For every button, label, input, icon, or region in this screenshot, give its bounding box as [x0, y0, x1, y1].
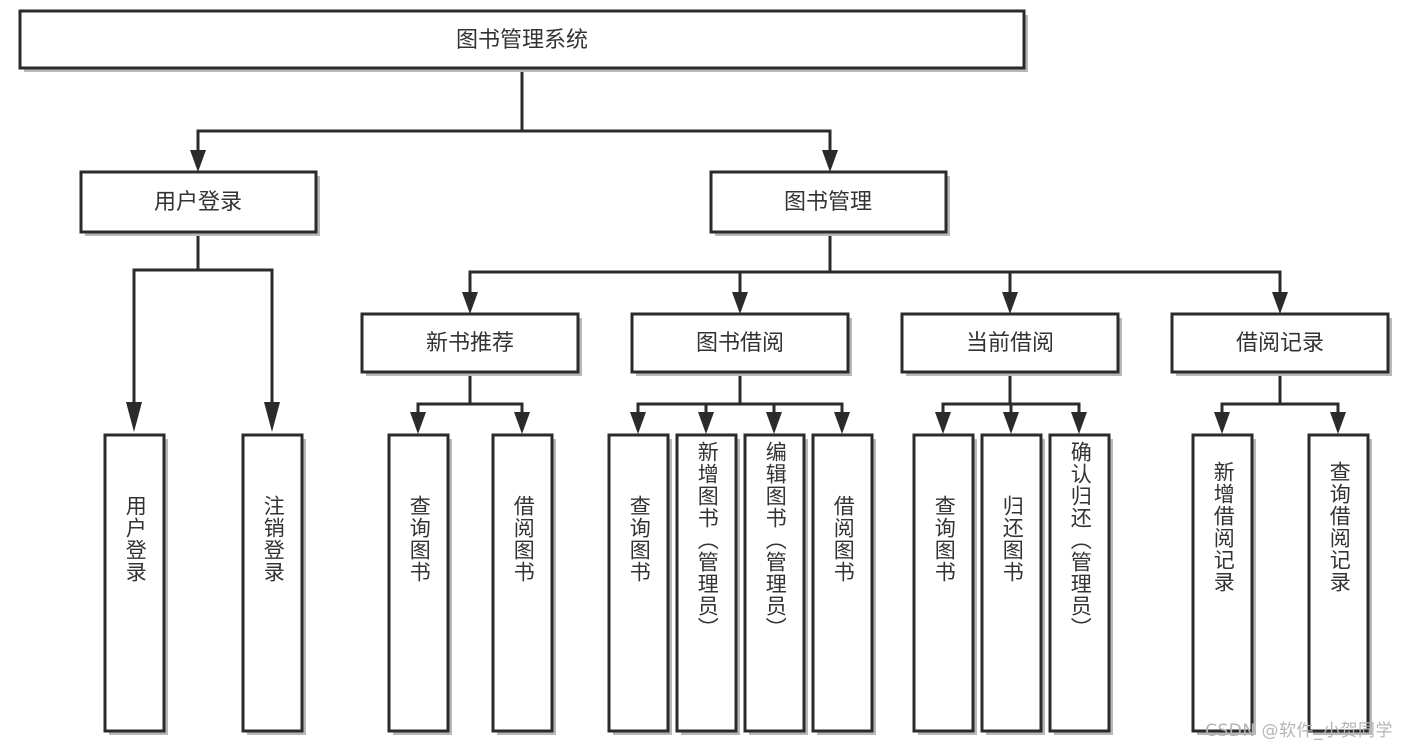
arrow-head-leaf-bb-2	[698, 412, 714, 434]
arrow-head-leaf-cb-1	[935, 412, 951, 434]
arrow-head-leaf-bb-4	[834, 412, 850, 434]
arrow-head-leaf-br-1	[1214, 412, 1230, 434]
arrow-head-book-manage	[822, 150, 838, 172]
leaf-box-group	[103, 433, 1372, 735]
arrow-head-leaf-bb-1	[630, 412, 646, 434]
leaf-box-bb-add-book[interactable]	[675, 433, 738, 733]
arrow-head-user-login	[190, 150, 206, 172]
book-borrow-label: 图书借阅	[696, 331, 784, 356]
leaf-box-cb-return-book[interactable]	[980, 433, 1043, 733]
node-book-borrow[interactable]: 图书借阅	[630, 312, 852, 376]
connector-group	[126, 66, 1346, 434]
node-user-login[interactable]: 用户登录	[79, 170, 320, 236]
book-management-box	[709, 170, 948, 234]
leaf-box-bb-query-book[interactable]	[607, 433, 670, 733]
node-borrow-record[interactable]: 借阅记录	[1170, 312, 1392, 376]
leaf-box-bb-edit-book[interactable]	[743, 433, 806, 733]
node-current-borrow[interactable]: 当前借阅	[900, 312, 1122, 376]
current-borrow-label: 当前借阅	[966, 331, 1054, 356]
leaf-box-logout[interactable]	[241, 433, 304, 733]
arrow-head-leaf-br-2	[1330, 412, 1346, 434]
user-login-box	[79, 170, 318, 234]
arrow-head-l3-2	[732, 292, 748, 314]
user-login-label: 用户登录	[154, 190, 242, 215]
leaf-box-nb-query-book[interactable]	[387, 433, 450, 733]
arrow-head-leaf-bb-3	[766, 412, 782, 434]
arrow-head-leaf-nb-1	[410, 412, 426, 434]
node-new-book-recommend[interactable]: 新书推荐	[360, 312, 582, 376]
leaf-box-br-query-record[interactable]	[1307, 433, 1370, 733]
csdn-watermark: CSDN @软件_小贺同学	[1205, 721, 1393, 741]
arrow-head-leaf-cb-2	[1003, 412, 1019, 434]
borrow-record-box	[1170, 312, 1390, 374]
new-book-recommend-label: 新书推荐	[426, 331, 514, 356]
arrow-head-leaf-user-1	[126, 402, 142, 432]
leaf-box-nb-borrow-book[interactable]	[491, 433, 554, 733]
leaf-box-user-login[interactable]	[103, 433, 166, 733]
leaf-box-bb-borrow-book[interactable]	[811, 433, 874, 733]
arrow-head-l3-3	[1002, 292, 1018, 314]
book-borrow-box	[630, 312, 850, 374]
node-root-system[interactable]: 图书管理系统	[18, 9, 1028, 72]
leaf-box-cb-query-book[interactable]	[912, 433, 975, 733]
arrow-head-leaf-cb-3	[1071, 412, 1087, 434]
arrow-head-leaf-nb-2	[514, 412, 530, 434]
leaf-box-cb-confirm-return[interactable]	[1048, 433, 1111, 733]
leaf-box-br-add-record[interactable]	[1191, 433, 1254, 733]
arrow-head-l3-1	[462, 292, 478, 314]
root-label: 图书管理系统	[456, 28, 588, 53]
node-book-management[interactable]: 图书管理	[709, 170, 950, 236]
new-book-recommend-box	[360, 312, 580, 374]
arrow-head-l3-4	[1272, 292, 1288, 314]
arrow-head-leaf-user-2	[264, 402, 280, 432]
borrow-record-label: 借阅记录	[1236, 331, 1324, 356]
book-management-label: 图书管理	[784, 190, 872, 215]
root-box	[18, 9, 1026, 70]
current-borrow-box	[900, 312, 1120, 374]
